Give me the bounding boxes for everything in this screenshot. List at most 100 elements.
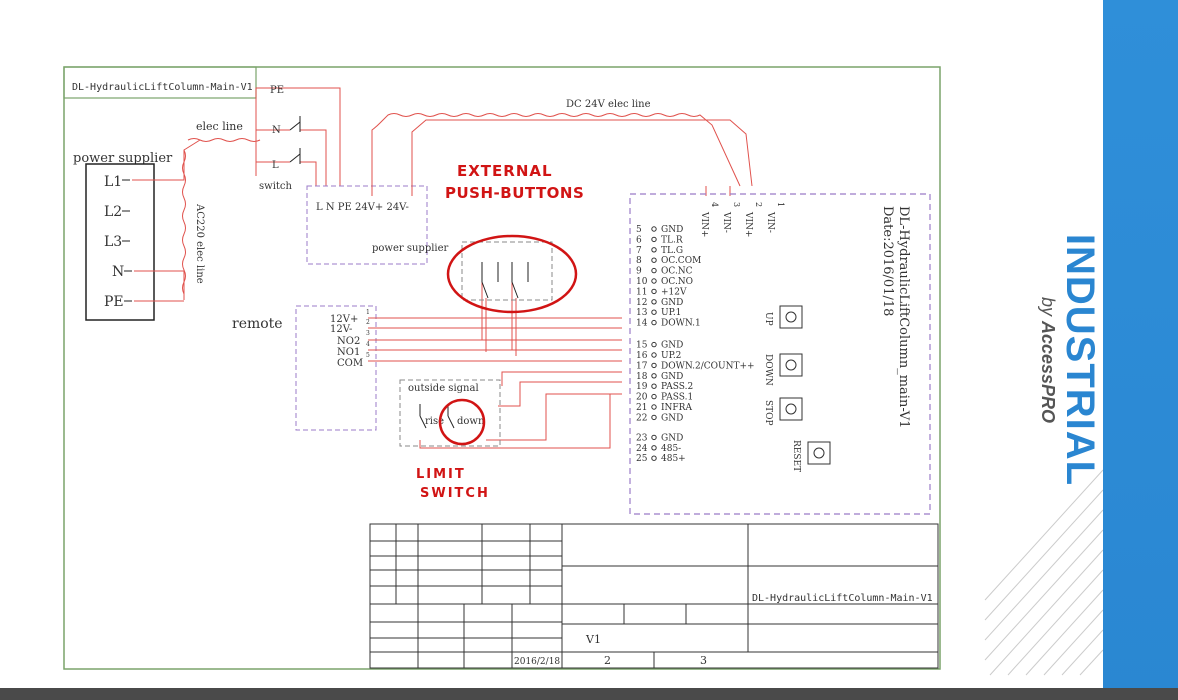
terminal-label: PE [104,294,124,310]
pin-terminal [651,267,657,274]
pin-number: 11 [636,287,647,297]
pin-terminal [651,383,657,389]
pin-number: 8 [636,256,642,266]
pin-label: OC.COM [661,256,701,266]
pin-label: UP.1 [661,308,681,318]
remote-box [295,305,377,431]
version-label: V1 [585,633,601,646]
dc-line-label: DC 24V elec line [566,99,651,110]
pushbutton-box [461,241,553,301]
brand-sidebar [1103,0,1178,700]
pin-number: 19 [636,382,648,392]
pin-terminal [651,445,657,451]
pin-number: 6 [636,235,642,245]
outside-signal-label: outside signal [408,383,479,394]
pin-label: GND [661,225,683,235]
pin-number: 5 [636,225,642,235]
supply-terminals: L1 L2 L3 N PE [104,174,124,310]
terminal-label: L3 [104,234,122,250]
remote-pins: 12V+ 12V- NO2 NO1 COM 1 2 3 4 5 [330,309,370,369]
switch-symbols [289,116,301,164]
terminal-label: L1 [104,174,122,190]
switch-label: switch [259,181,293,192]
controller-title: DL-HydraulicLiftColumn_main-V1 [896,206,911,428]
bottom-bar [0,688,1178,700]
pin-label: DOWN.1 [661,319,701,329]
psu-box [306,185,428,265]
vin-num: 4 [710,202,719,207]
pin-number: 21 [636,403,647,413]
down-label: DOWN [763,354,773,386]
logo-by-word: by [1038,296,1058,316]
psu-terminals: L N PE 24V+ 24V- [316,202,409,213]
pin-terminal [651,299,657,305]
pin-label: +12V [661,287,687,297]
outside-signal-box [399,379,501,447]
down-button [779,353,803,377]
pin-number: 9 [636,267,642,277]
rise-label: rise [425,416,444,427]
sheet-number: 2 [604,654,611,667]
pin-number: 16 [636,351,648,361]
pin-terminal [651,404,657,410]
pin-label: OC.NO [661,277,693,287]
pin-number: 14 [636,319,648,329]
pin-terminal [651,288,657,295]
pin-label: OC.NC [661,267,693,277]
header-box [63,66,257,99]
logo-brand-b: PRO [1038,384,1058,424]
annotation-limit: LIMIT [416,467,466,482]
vin-label: VIN+ [699,211,709,237]
pin-label: GND [661,413,683,423]
pin-number: 17 [636,361,648,371]
pin-label: GND [661,372,683,382]
title-block [369,523,939,669]
elec-line-label: elec line [196,120,243,133]
pin-terminal [651,309,657,315]
pin-terminal [651,373,657,379]
logo-main-text: INDUSTRIAL [1058,233,1102,487]
pin-terminal [651,226,657,232]
svg-text:12V+: 12V+ [330,314,358,325]
pushbutton-symbols [481,262,529,299]
pin-label: TL.R [661,235,683,245]
vin-label: VIN- [765,211,775,233]
pin-terminal [651,257,657,263]
pin-terminal [651,278,657,284]
vin-num: 3 [732,202,741,207]
svg-text:3: 3 [366,330,370,337]
up-button [779,305,803,329]
vin-label: VIN- [721,211,731,233]
pin-label: 485- [661,444,681,454]
limit-switch-circle [438,398,486,446]
pin-label: PASS.2 [661,382,693,392]
svg-text:4: 4 [366,341,370,348]
pin-number: 24 [636,444,648,454]
svg-text:1: 1 [366,309,370,316]
psu-label: power supplier [372,243,449,254]
pin-number: 10 [636,277,648,287]
pin-number: 15 [636,341,648,351]
pin-label: INFRA [661,403,692,413]
power-supplier-box [85,163,155,321]
vin-terminals: 4 VIN+ 3 VIN- 2 VIN+ 1 VIN- [699,202,785,237]
remote-label: remote [232,316,283,332]
reset-label: RESET [791,440,801,472]
power-supplier-label: power supplier [73,151,173,166]
pin-label: GND [661,341,683,351]
pin-number: 7 [636,246,642,256]
l-label: L [272,160,279,171]
decorative-hatching [984,469,1104,676]
pin-number: 22 [636,413,647,423]
svg-text:COM: COM [337,358,363,369]
svg-text:NO1: NO1 [337,347,360,358]
pin-terminal [651,319,657,326]
sheet-count: 3 [700,654,707,667]
pin-number: 20 [636,393,648,403]
pin-terminal [651,362,657,369]
reset-button [807,441,831,465]
vin-num: 2 [754,202,763,207]
pin-number: 18 [636,372,648,382]
